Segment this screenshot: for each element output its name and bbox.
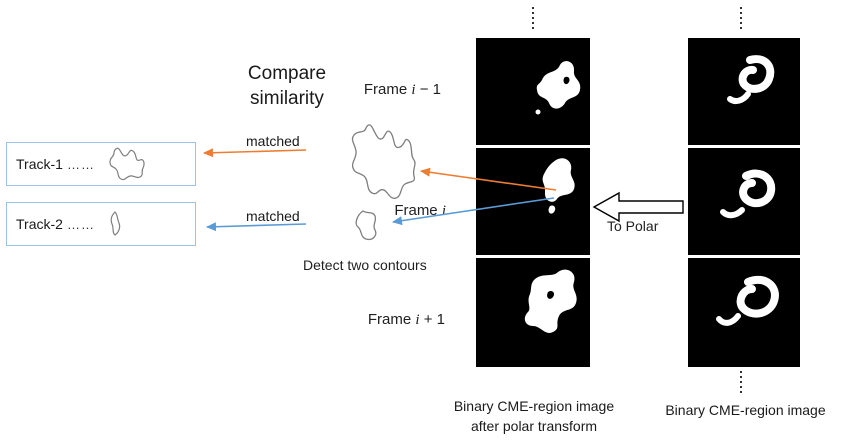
matched-label-bottom: matched [246, 208, 300, 224]
frame-binary-cur [688, 148, 800, 255]
matched-label-top: matched [246, 133, 300, 149]
track-2-contour [110, 211, 121, 236]
cme-shape-polar-cur [542, 158, 575, 214]
track-1-contour [109, 147, 145, 181]
frame-polar-prev [476, 38, 590, 145]
track-1-box: Track-1 …… [6, 142, 196, 186]
caption-binary-column: Binary CME-region image [665, 402, 826, 418]
track-1-label: Track-1 [16, 156, 63, 172]
to-polar-label: To Polar [607, 218, 659, 234]
cme-shape-polar-prev [535, 61, 581, 115]
cme-shape-binary-cur [720, 169, 776, 219]
caption-polar-column: Binary CME-region image after polar tran… [453, 398, 615, 435]
compare-similarity-title: Compare similarity [247, 63, 327, 109]
frame-label-cur: Frame i [394, 202, 446, 219]
track-2-box: Track-2 …… [6, 202, 196, 246]
track-1-dots: …… [66, 156, 95, 172]
detect-two-contours-label: Detect two contours [303, 257, 427, 273]
frame-polar-cur [476, 148, 590, 255]
frame-polar-next [476, 258, 590, 367]
arrow-matched-to-track-1 [203, 148, 307, 158]
frame-binary-prev [688, 38, 800, 145]
contour-large [351, 124, 416, 199]
cme-shape-binary-prev [727, 55, 775, 105]
to-polar-block-arrow-icon [592, 191, 684, 223]
cme-shape-polar-next [524, 269, 577, 333]
frame-label-next: Frame i + 1 [367, 311, 445, 328]
track-2-label: Track-2 [16, 216, 63, 232]
track-2-dots: …… [66, 216, 95, 232]
frame-binary-next [688, 258, 800, 367]
cme-shape-binary-next [716, 275, 779, 326]
frame-label-prev: Frame i − 1 [363, 81, 441, 98]
arrow-matched-to-track-2 [206, 222, 307, 232]
